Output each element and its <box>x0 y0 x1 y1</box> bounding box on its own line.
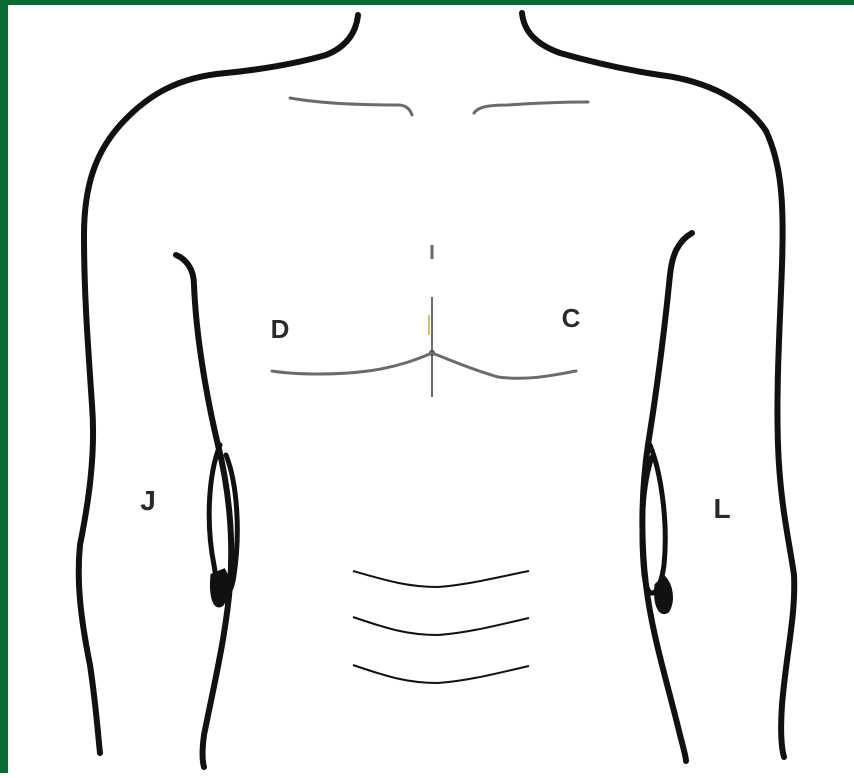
abdominal-line-1 <box>353 571 529 587</box>
neck-right-outline <box>522 13 766 131</box>
label-j: J <box>140 485 156 516</box>
label-l: L <box>713 493 730 524</box>
left-clavicle-line <box>290 98 412 115</box>
right-clavicle-line <box>474 102 588 113</box>
left-arm-outer-outline <box>79 123 122 753</box>
neck-left-outline <box>122 15 358 123</box>
left-arm-inner-outline <box>176 255 231 767</box>
right-elbow-shade <box>656 577 672 613</box>
label-d: D <box>271 314 290 344</box>
abdominal-line-2 <box>353 617 529 635</box>
right-arm-inner-outline <box>642 233 692 761</box>
left-costal-line <box>272 353 432 374</box>
left-elbow-shade <box>211 570 228 606</box>
right-costal-line <box>432 353 576 378</box>
label-c: C <box>562 303 581 333</box>
torso-diagram: D C J L <box>8 5 854 778</box>
abdominal-line-3 <box>353 665 529 683</box>
right-arm-outer-outline <box>766 131 794 757</box>
